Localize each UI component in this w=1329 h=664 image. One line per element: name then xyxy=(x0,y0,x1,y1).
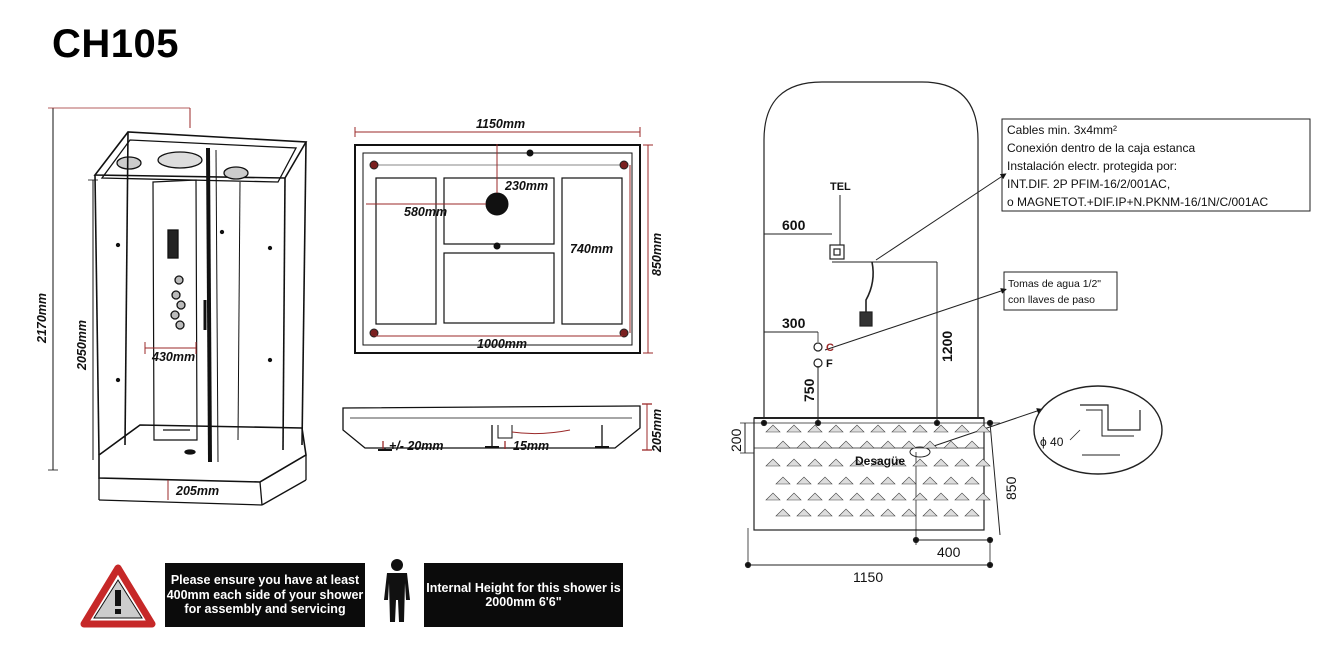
cable-note-line-2: Conexión dentro de la caja estanca xyxy=(1007,141,1195,155)
cable-note-line-3: Instalación electr. protegida por: xyxy=(1007,159,1177,173)
dim-600: 600 xyxy=(782,217,806,233)
water-note: Tomas de agua 1/2" con llaves de paso xyxy=(1008,278,1101,306)
dim-total-height: 2170mm xyxy=(35,293,49,344)
cable-note-line-5: o MAGNETOT.+DIF.IP+N.PKNM-16/1N/C/001AC xyxy=(1007,195,1269,209)
cable-note-line-4: INT.DIF. 2P PFIM-16/2/001AC, xyxy=(1007,177,1170,191)
dim-seat-width: 430mm xyxy=(151,350,195,364)
tray-top-view-drawing xyxy=(354,127,653,354)
cabin-perspective-drawing xyxy=(48,107,308,506)
tray-texture-pattern xyxy=(765,424,991,517)
dim-drain-y: 230mm xyxy=(504,179,548,193)
warning-icon xyxy=(80,564,156,628)
dim-400: 400 xyxy=(937,544,961,560)
tray-side-view-drawing xyxy=(342,403,652,451)
dim-inner-depth: 740mm xyxy=(570,242,613,256)
dim-300: 300 xyxy=(782,315,806,331)
dim-tray-side-height: 205mm xyxy=(650,409,664,453)
cable-note: Cables min. 3x4mm² Conexión dentro de la… xyxy=(1007,123,1269,209)
dim-1200: 1200 xyxy=(939,331,955,362)
dim-850: 850 xyxy=(1003,476,1019,500)
hot-tap-label: C xyxy=(826,342,834,354)
pipe-diameter-label: ϕ 40 xyxy=(1040,435,1064,449)
cold-tap-label: F xyxy=(826,358,833,370)
space-notice: Please ensure you have at least 400mm ea… xyxy=(165,563,365,627)
dim-inner-width: 1000mm xyxy=(477,337,527,351)
tel-label: TEL xyxy=(830,181,851,193)
dim-tray-depth: 850mm xyxy=(650,233,664,276)
model-title: CH105 xyxy=(52,22,180,66)
dim-200: 200 xyxy=(728,428,744,452)
internal-height-notice: Internal Height for this shower is 2000m… xyxy=(424,563,623,627)
dim-1150: 1150 xyxy=(853,569,883,585)
dim-cabin-height: 2050mm xyxy=(75,320,89,371)
cable-note-line-1: Cables min. 3x4mm² xyxy=(1007,123,1117,137)
dim-tray-width: 1150mm xyxy=(476,117,525,131)
person-icon xyxy=(384,559,410,622)
drain-label: Desagüe xyxy=(855,454,905,468)
dim-drain-x: 580mm xyxy=(404,205,447,219)
water-note-line-1: Tomas de agua 1/2" xyxy=(1008,278,1101,290)
dim-tray-height: 205mm xyxy=(175,484,219,498)
water-note-line-2: con llaves de paso xyxy=(1008,294,1095,306)
dim-750: 750 xyxy=(801,378,817,402)
dim-feet-height: 15mm xyxy=(513,439,549,453)
dim-feet-adjust: +/- 20mm xyxy=(389,439,444,453)
